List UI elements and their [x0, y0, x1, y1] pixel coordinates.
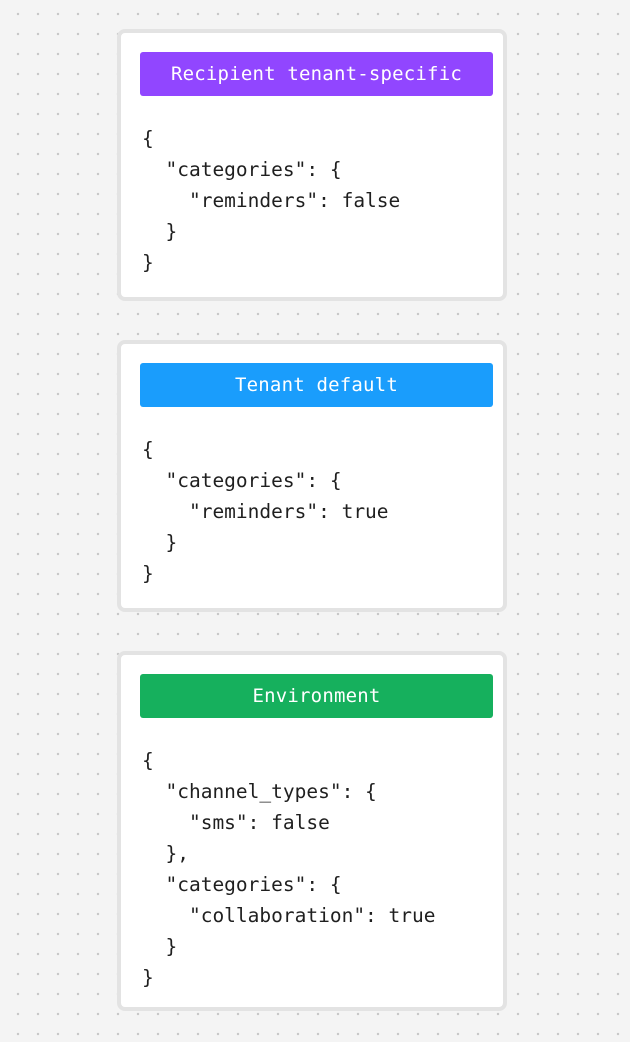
code-line: },: [142, 842, 189, 865]
code-line: }: [142, 966, 154, 989]
code-line: "collaboration": true: [142, 904, 436, 927]
card-header-tenant-default: Tenant default: [140, 363, 493, 407]
json-code-block: { "categories": { "reminders": false }}: [142, 123, 400, 278]
code-line: }: [142, 251, 154, 274]
json-code-block: { "channel_types": { "sms": false }, "ca…: [142, 745, 436, 993]
code-line: "channel_types": {: [142, 780, 377, 803]
code-line: }: [142, 220, 178, 243]
code-line: }: [142, 935, 178, 958]
recipient-tenant-specific-card: Recipient tenant-specific { "categories"…: [117, 29, 507, 301]
environment-card: Environment { "channel_types": { "sms": …: [117, 651, 507, 1011]
code-line: {: [142, 127, 154, 150]
json-code-block: { "categories": { "reminders": true }}: [142, 434, 389, 589]
code-line: "reminders": false: [142, 189, 401, 212]
code-line: {: [142, 749, 154, 772]
code-line: "categories": {: [142, 469, 342, 492]
code-line: "sms": false: [142, 811, 330, 834]
code-line: }: [142, 531, 178, 554]
code-line: {: [142, 438, 154, 461]
code-line: "categories": {: [142, 873, 342, 896]
card-header-recipient-tenant-specific: Recipient tenant-specific: [140, 52, 493, 96]
code-line: "categories": {: [142, 158, 342, 181]
code-line: "reminders": true: [142, 500, 389, 523]
card-header-environment: Environment: [140, 674, 493, 718]
code-line: }: [142, 562, 154, 585]
tenant-default-card: Tenant default { "categories": { "remind…: [117, 340, 507, 612]
